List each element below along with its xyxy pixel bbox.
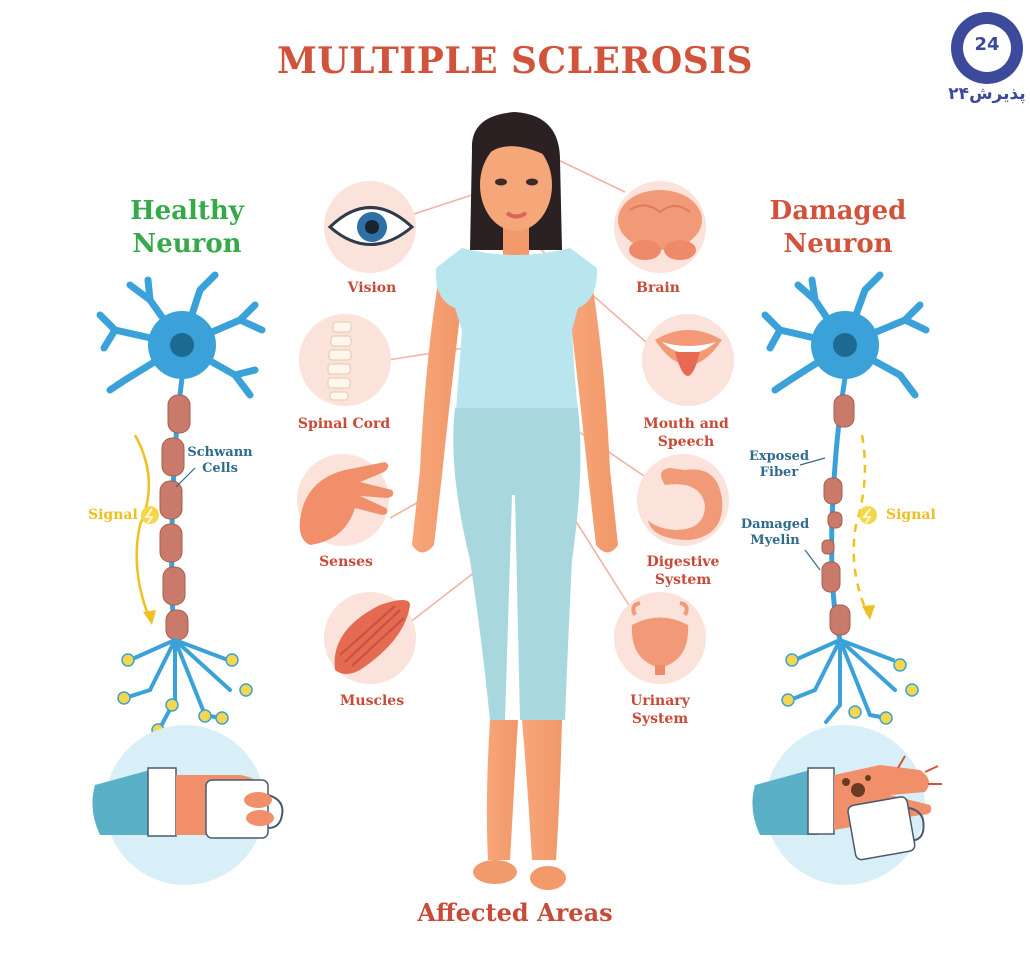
damaged-heading-line1: Damaged (769, 196, 907, 226)
exposed-line2: Fiber (759, 465, 799, 480)
damaged-myelin-label: Damaged Myelin (720, 517, 830, 549)
damaged-hand-cup (752, 725, 942, 885)
myelin-line1: Damaged (740, 517, 810, 532)
damaged-signal-label: Signal (886, 507, 936, 523)
bladder-icon (631, 601, 689, 675)
brain-icon (618, 190, 702, 260)
spine-icon (327, 321, 352, 401)
mouth-speech-label: Mouth and Speech (616, 415, 756, 451)
digestive-system-label: Digestive System (613, 553, 753, 589)
schwann-line2: Cells (202, 461, 238, 476)
affected-areas-caption: Affected Areas (417, 898, 613, 927)
urinary-line1: Urinary (630, 693, 690, 709)
hand-icon (299, 462, 394, 545)
healthy-hand-cup (92, 725, 284, 885)
exposed-line1: Exposed (748, 449, 810, 464)
exposed-fiber-label: Exposed Fiber (724, 449, 834, 481)
eye-icon (327, 206, 415, 246)
senses-label: Senses (319, 554, 373, 570)
healthy-neuron-heading: Healthy Neuron (77, 195, 297, 261)
damaged-neuron (761, 271, 930, 725)
healthy-neuron (96, 271, 266, 737)
woman-figure (412, 112, 618, 890)
damaged-heading-line2: Neuron (783, 229, 893, 259)
mouth-line2: Speech (657, 434, 715, 450)
schwann-line1: Schwann (187, 445, 253, 460)
myelin-line2: Myelin (750, 533, 800, 548)
brain-label: Brain (636, 280, 680, 296)
healthy-heading-line2: Neuron (132, 229, 242, 259)
urinary-system-label: Urinary System (590, 692, 730, 728)
mouth-icon (655, 330, 722, 376)
stomach-icon (648, 468, 723, 540)
logo-mark (951, 12, 1023, 84)
schwann-cells-label: Schwann Cells (165, 445, 275, 477)
digestive-line2: System (654, 572, 712, 588)
logo-badge-number: 24 (974, 34, 1000, 55)
urinary-line2: System (631, 711, 689, 727)
digestive-line1: Digestive (646, 554, 720, 570)
muscles-label: Muscles (339, 693, 405, 709)
healthy-heading-line1: Healthy (130, 196, 244, 226)
logo-text: پذیرش۲۴ (948, 84, 1026, 104)
mouth-line1: Mouth and (643, 416, 729, 432)
page-title: MULTIPLE SCLEROSIS (276, 40, 754, 82)
healthy-signal-label: Signal (88, 507, 138, 523)
spinal-cord-label: Spinal Cord (297, 416, 391, 432)
muscle-icon (334, 600, 410, 674)
damaged-neuron-heading: Damaged Neuron (728, 195, 948, 261)
vision-label: Vision (347, 280, 397, 296)
